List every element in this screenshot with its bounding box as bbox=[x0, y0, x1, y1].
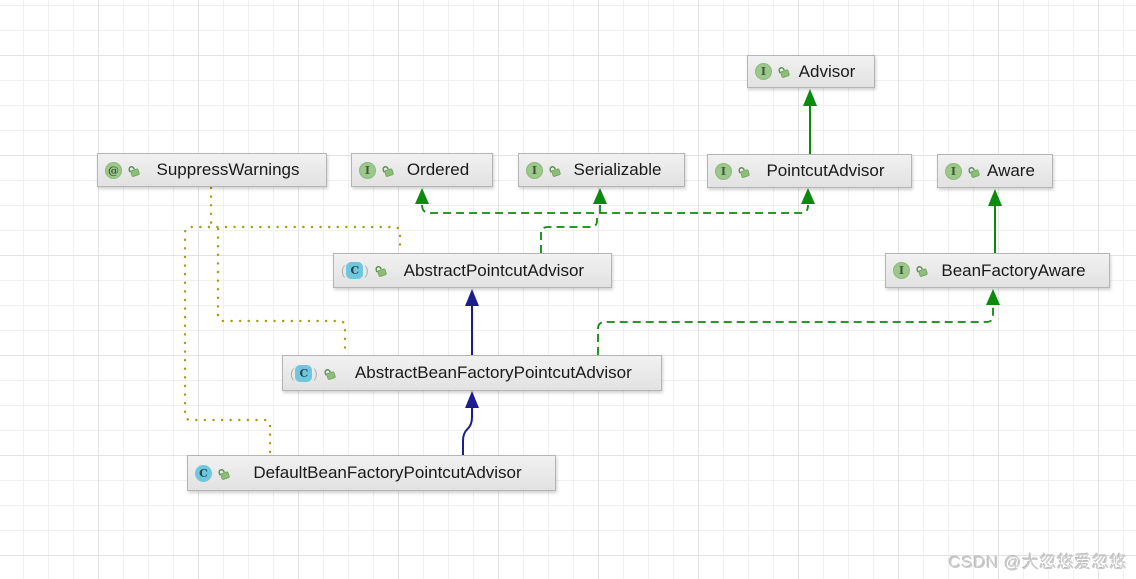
edge-pointcutadvisor-advisor bbox=[803, 89, 817, 154]
class-node-abstractbeanfactorypointcutadvisor[interactable]: C AbstractBeanFactoryPointcutAdvisor bbox=[282, 355, 662, 391]
lock-icon bbox=[374, 264, 387, 277]
abstract-class-icon: C bbox=[290, 364, 318, 382]
class-name-label: Serializable bbox=[573, 160, 662, 179]
edge-abstractpointcutadvisor-implements bbox=[421, 204, 809, 253]
edge-beanfactoryaware-aware bbox=[988, 189, 1002, 253]
class-node-suppresswarnings[interactable]: @ SuppressWarnings bbox=[97, 153, 327, 187]
class-node-pointcutadvisor[interactable]: I PointcutAdvisor bbox=[707, 154, 912, 188]
interface-icon: I bbox=[715, 162, 732, 180]
lock-icon bbox=[777, 65, 790, 78]
interface-icon: I bbox=[359, 161, 376, 179]
class-name-label: PointcutAdvisor bbox=[766, 161, 885, 180]
class-name-label: DefaultBeanFactoryPointcutAdvisor bbox=[253, 463, 522, 482]
class-name-label: SuppressWarnings bbox=[156, 160, 300, 179]
class-node-beanfactoryaware[interactable]: I BeanFactoryAware bbox=[885, 253, 1110, 288]
class-name-label: Ordered bbox=[406, 160, 470, 179]
class-node-ordered[interactable]: I Ordered bbox=[351, 153, 493, 187]
class-name-label: BeanFactoryAware bbox=[941, 260, 1086, 280]
lock-icon bbox=[737, 165, 750, 178]
lock-icon bbox=[217, 467, 230, 480]
annotation-icon: @ bbox=[105, 161, 122, 179]
class-node-defaultbeanfactorypointcutadvisor[interactable]: C DefaultBeanFactoryPointcutAdvisor bbox=[187, 455, 556, 491]
edge-abfpa-beanfactoryaware bbox=[597, 289, 1000, 355]
class-node-abstractpointcutadvisor[interactable]: C AbstractPointcutAdvisor bbox=[333, 253, 612, 288]
abstract-class-icon: C bbox=[341, 262, 369, 279]
lock-icon bbox=[127, 164, 140, 177]
class-name-label: AbstractBeanFactoryPointcutAdvisor bbox=[354, 363, 632, 382]
lock-icon bbox=[381, 164, 394, 177]
class-icon: C bbox=[195, 464, 212, 482]
lock-icon bbox=[323, 367, 336, 380]
edge-suppresswarnings-annotations bbox=[183, 186, 402, 455]
class-node-serializable[interactable]: I Serializable bbox=[518, 153, 685, 187]
interface-icon: I bbox=[945, 162, 962, 180]
class-name-label: AbstractPointcutAdvisor bbox=[403, 260, 585, 280]
lock-icon bbox=[548, 164, 561, 177]
edge-implements-arrowheads bbox=[415, 188, 815, 204]
class-name-label: Advisor bbox=[798, 61, 856, 81]
watermark: CSDN @大忽悠爱忽悠 bbox=[948, 553, 1127, 572]
interface-icon: I bbox=[893, 262, 910, 279]
lock-icon bbox=[915, 264, 928, 277]
class-node-advisor[interactable]: I Advisor bbox=[747, 55, 875, 88]
edge-abfpa-abstractpointcutadvisor bbox=[465, 289, 479, 355]
lock-icon bbox=[967, 165, 980, 178]
interface-icon: I bbox=[755, 63, 772, 80]
class-name-label: Aware bbox=[987, 161, 1035, 180]
interface-icon: I bbox=[526, 161, 543, 179]
class-node-aware[interactable]: I Aware bbox=[937, 154, 1053, 188]
edge-dbfpa-abfpa bbox=[462, 391, 479, 455]
